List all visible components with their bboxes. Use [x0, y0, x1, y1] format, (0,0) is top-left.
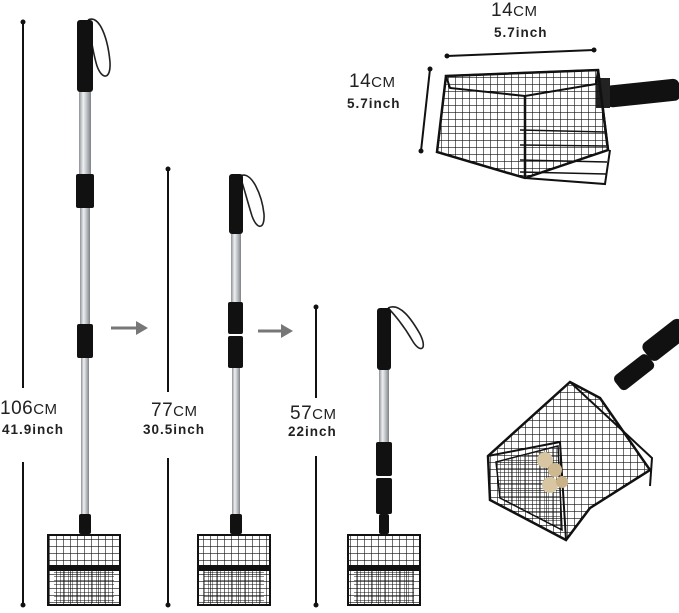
arrow-right-icon: [258, 324, 293, 338]
litter-clump: [548, 463, 562, 477]
scoop-extended-106cm: [47, 18, 121, 606]
label-depth-cm: 14CM: [349, 71, 395, 93]
label-short-unit: CM: [312, 406, 337, 423]
label-medium-inch: 30.5inch: [143, 422, 206, 437]
label-medium-number: 77: [151, 400, 174, 421]
scoop-retracted-57cm: [347, 306, 425, 606]
dimension-line-short: [313, 304, 319, 608]
label-tall-inch: 41.9inch: [2, 422, 65, 437]
dimension-line-depth: [418, 66, 433, 154]
basket-closeup-in-use: [486, 318, 679, 542]
label-tall-number: 106: [0, 398, 34, 419]
dimension-line-tall: [20, 19, 26, 608]
label-short-cm: 57CM: [290, 403, 336, 425]
label-medium-cm: 77CM: [151, 400, 197, 422]
label-depth-number: 14: [349, 71, 372, 92]
arrow-right-icon: [111, 321, 148, 335]
label-width-number: 14: [491, 0, 514, 21]
dimension-line-width: [444, 47, 597, 59]
litter-clump: [537, 452, 553, 468]
label-width-inch: 5.7inch: [494, 25, 548, 40]
label-width-unit: CM: [513, 3, 538, 20]
litter-clump: [556, 476, 568, 488]
label-medium-unit: CM: [173, 403, 198, 420]
litter-clump: [542, 477, 558, 493]
label-width-cm: 14CM: [491, 0, 537, 22]
scoop-medium-77cm: [197, 174, 271, 606]
label-tall-unit: CM: [33, 401, 58, 418]
label-short-number: 57: [290, 403, 313, 424]
label-tall-cm: 106CM: [0, 398, 58, 420]
label-depth-unit: CM: [371, 74, 396, 91]
label-short-inch: 22inch: [288, 424, 337, 439]
basket-closeup-dimensions: [435, 68, 679, 186]
dimension-line-medium: [165, 166, 171, 608]
label-depth-inch: 5.7inch: [347, 96, 401, 111]
